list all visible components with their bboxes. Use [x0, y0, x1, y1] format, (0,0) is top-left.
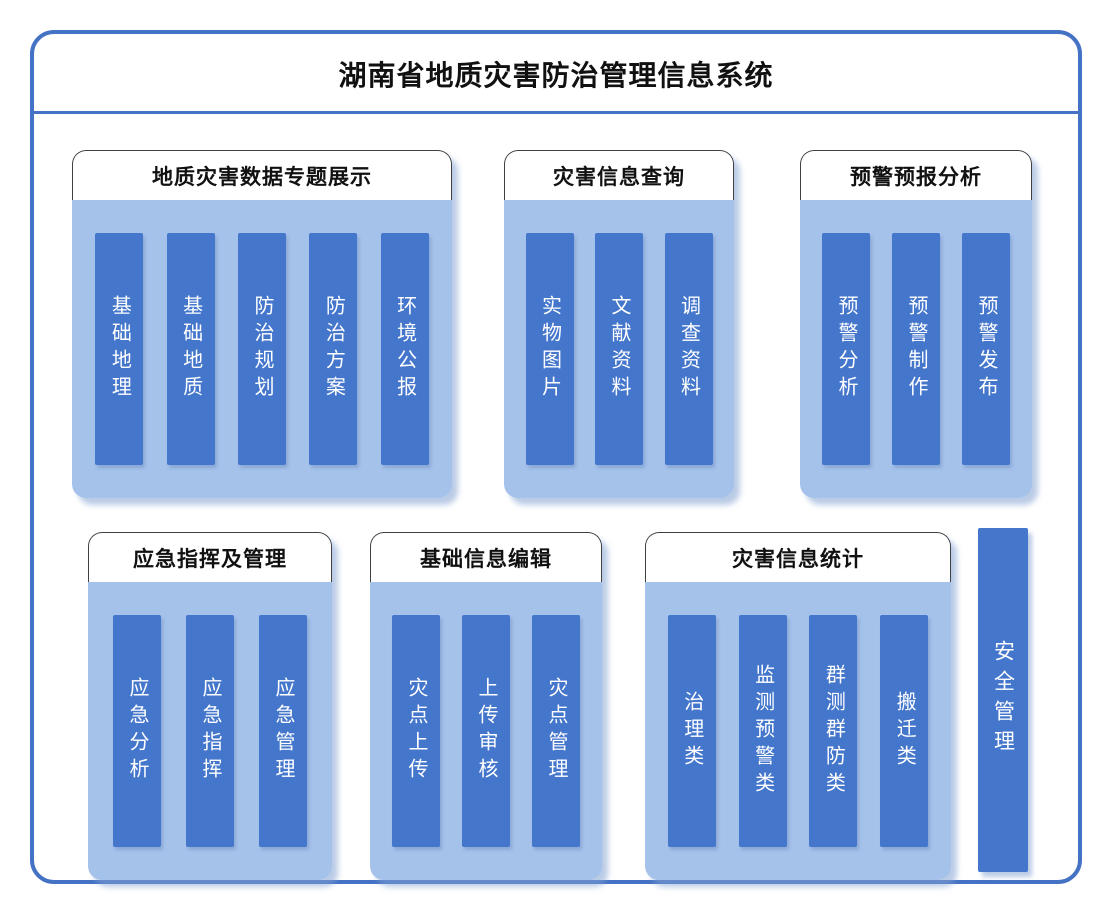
module-item: 预警制作: [892, 233, 940, 465]
group-disaster-info-stats: 灾害信息统计治理类监测预警类群测群防类搬迁类: [645, 532, 951, 880]
module-item: 灾点管理: [532, 615, 580, 847]
security-management-bar: 安全管理: [978, 528, 1028, 872]
group-thematic-display: 地质灾害数据专题展示基础地理基础地质防治规划防治方案环境公报: [72, 150, 452, 498]
title-divider: [33, 111, 1079, 114]
group-emergency-command: 应急指挥及管理应急分析应急指挥应急管理: [88, 532, 332, 880]
group-title: 地质灾害数据专题展示: [72, 150, 452, 200]
module-list: 灾点上传上传审核灾点管理: [370, 582, 602, 880]
group-title: 灾害信息统计: [645, 532, 951, 582]
module-item: 预警发布: [962, 233, 1010, 465]
module-item: 应急指挥: [186, 615, 234, 847]
module-list: 基础地理基础地质防治规划防治方案环境公报: [72, 200, 452, 498]
module-list: 预警分析预警制作预警发布: [800, 200, 1032, 498]
module-list: 治理类监测预警类群测群防类搬迁类: [645, 582, 951, 880]
module-item: 文献资料: [595, 233, 643, 465]
group-disaster-info-query: 灾害信息查询实物图片文献资料调查资料: [504, 150, 734, 498]
module-list: 应急分析应急指挥应急管理: [88, 582, 332, 880]
module-item: 监测预警类: [738, 615, 787, 847]
group-basic-info-edit: 基础信息编辑灾点上传上传审核灾点管理: [370, 532, 602, 880]
module-item: 基础地理: [95, 233, 144, 465]
module-item: 防治方案: [309, 233, 358, 465]
module-item: 防治规划: [237, 233, 286, 465]
group-title: 应急指挥及管理: [88, 532, 332, 582]
module-item: 群测群防类: [809, 615, 858, 847]
module-item: 上传审核: [462, 615, 510, 847]
group-title: 预警预报分析: [800, 150, 1032, 200]
group-warning-forecast-analysis: 预警预报分析预警分析预警制作预警发布: [800, 150, 1032, 498]
module-item: 搬迁类: [880, 615, 929, 847]
module-item: 灾点上传: [392, 615, 440, 847]
group-title: 灾害信息查询: [504, 150, 734, 200]
module-item: 治理类: [667, 615, 716, 847]
module-list: 实物图片文献资料调查资料: [504, 200, 734, 498]
group-title: 基础信息编辑: [370, 532, 602, 582]
module-item: 调查资料: [664, 233, 713, 465]
module-item: 应急管理: [259, 615, 307, 847]
module-item: 环境公报: [380, 233, 429, 465]
module-item: 实物图片: [525, 233, 574, 465]
system-title: 湖南省地质灾害防治管理信息系统: [338, 60, 774, 91]
module-item: 预警分析: [822, 233, 870, 465]
module-item: 基础地质: [166, 233, 215, 465]
module-item: 应急分析: [113, 615, 161, 847]
